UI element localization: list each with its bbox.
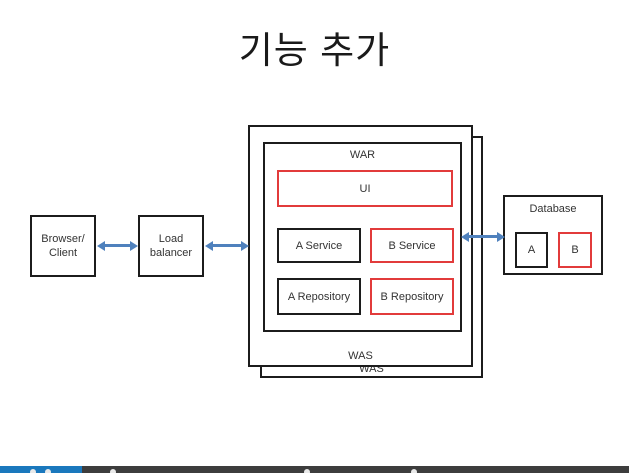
player-control-icon[interactable] (45, 469, 51, 473)
arrow-was-database-icon (461, 231, 505, 242)
ui-label: UI (359, 182, 371, 195)
b-service-box: B Service (370, 228, 454, 263)
player-bar[interactable] (0, 466, 629, 473)
b-repository-label: B Repository (380, 290, 444, 303)
ui-box: UI (277, 170, 453, 207)
arrow-right-head-icon (241, 240, 249, 251)
arrow-left-head-icon (205, 240, 213, 251)
database-b-label: B (571, 244, 579, 256)
arrow-shaft (469, 235, 497, 238)
player-control-icon[interactable] (30, 469, 36, 473)
b-service-label: B Service (388, 239, 436, 252)
arrow-browser-loadbalancer-icon (97, 240, 138, 251)
database-a-box: A (515, 232, 548, 268)
slide-title: 기능 추가 (238, 30, 391, 71)
arrow-shaft (105, 244, 130, 247)
browser-client-label-line2: Client (48, 247, 78, 259)
player-control-icon[interactable] (304, 469, 310, 473)
war-label: WAR (349, 149, 376, 161)
b-repository-box: B Repository (370, 278, 454, 315)
a-repository-label: A Repository (287, 290, 351, 303)
database-b-box: B (558, 232, 592, 268)
load-balancer-node: Load balancer (138, 215, 204, 277)
arrow-right-head-icon (497, 231, 505, 242)
player-control-icon[interactable] (411, 469, 417, 473)
player-control-icon[interactable] (110, 469, 116, 473)
load-balancer-label-line2: balancer (149, 247, 193, 259)
player-progress-bar[interactable] (0, 466, 82, 473)
a-repository-box: A Repository (277, 278, 361, 315)
browser-client-node: Browser/ Client (30, 215, 96, 277)
arrow-left-head-icon (461, 231, 469, 242)
database-node: Database A B (503, 195, 603, 275)
a-service-label: A Service (295, 239, 343, 252)
database-label: Database (529, 203, 577, 215)
database-a-label: A (527, 244, 536, 256)
arrow-right-head-icon (130, 240, 138, 251)
was-label: WAS (348, 350, 373, 362)
browser-client-label-line1: Browser/ (41, 233, 85, 245)
arrow-left-head-icon (97, 240, 105, 251)
load-balancer-label-line1: Load (158, 233, 184, 245)
arrow-loadbalancer-was-icon (205, 240, 249, 251)
arrow-shaft (213, 244, 241, 247)
a-service-box: A Service (277, 228, 361, 263)
